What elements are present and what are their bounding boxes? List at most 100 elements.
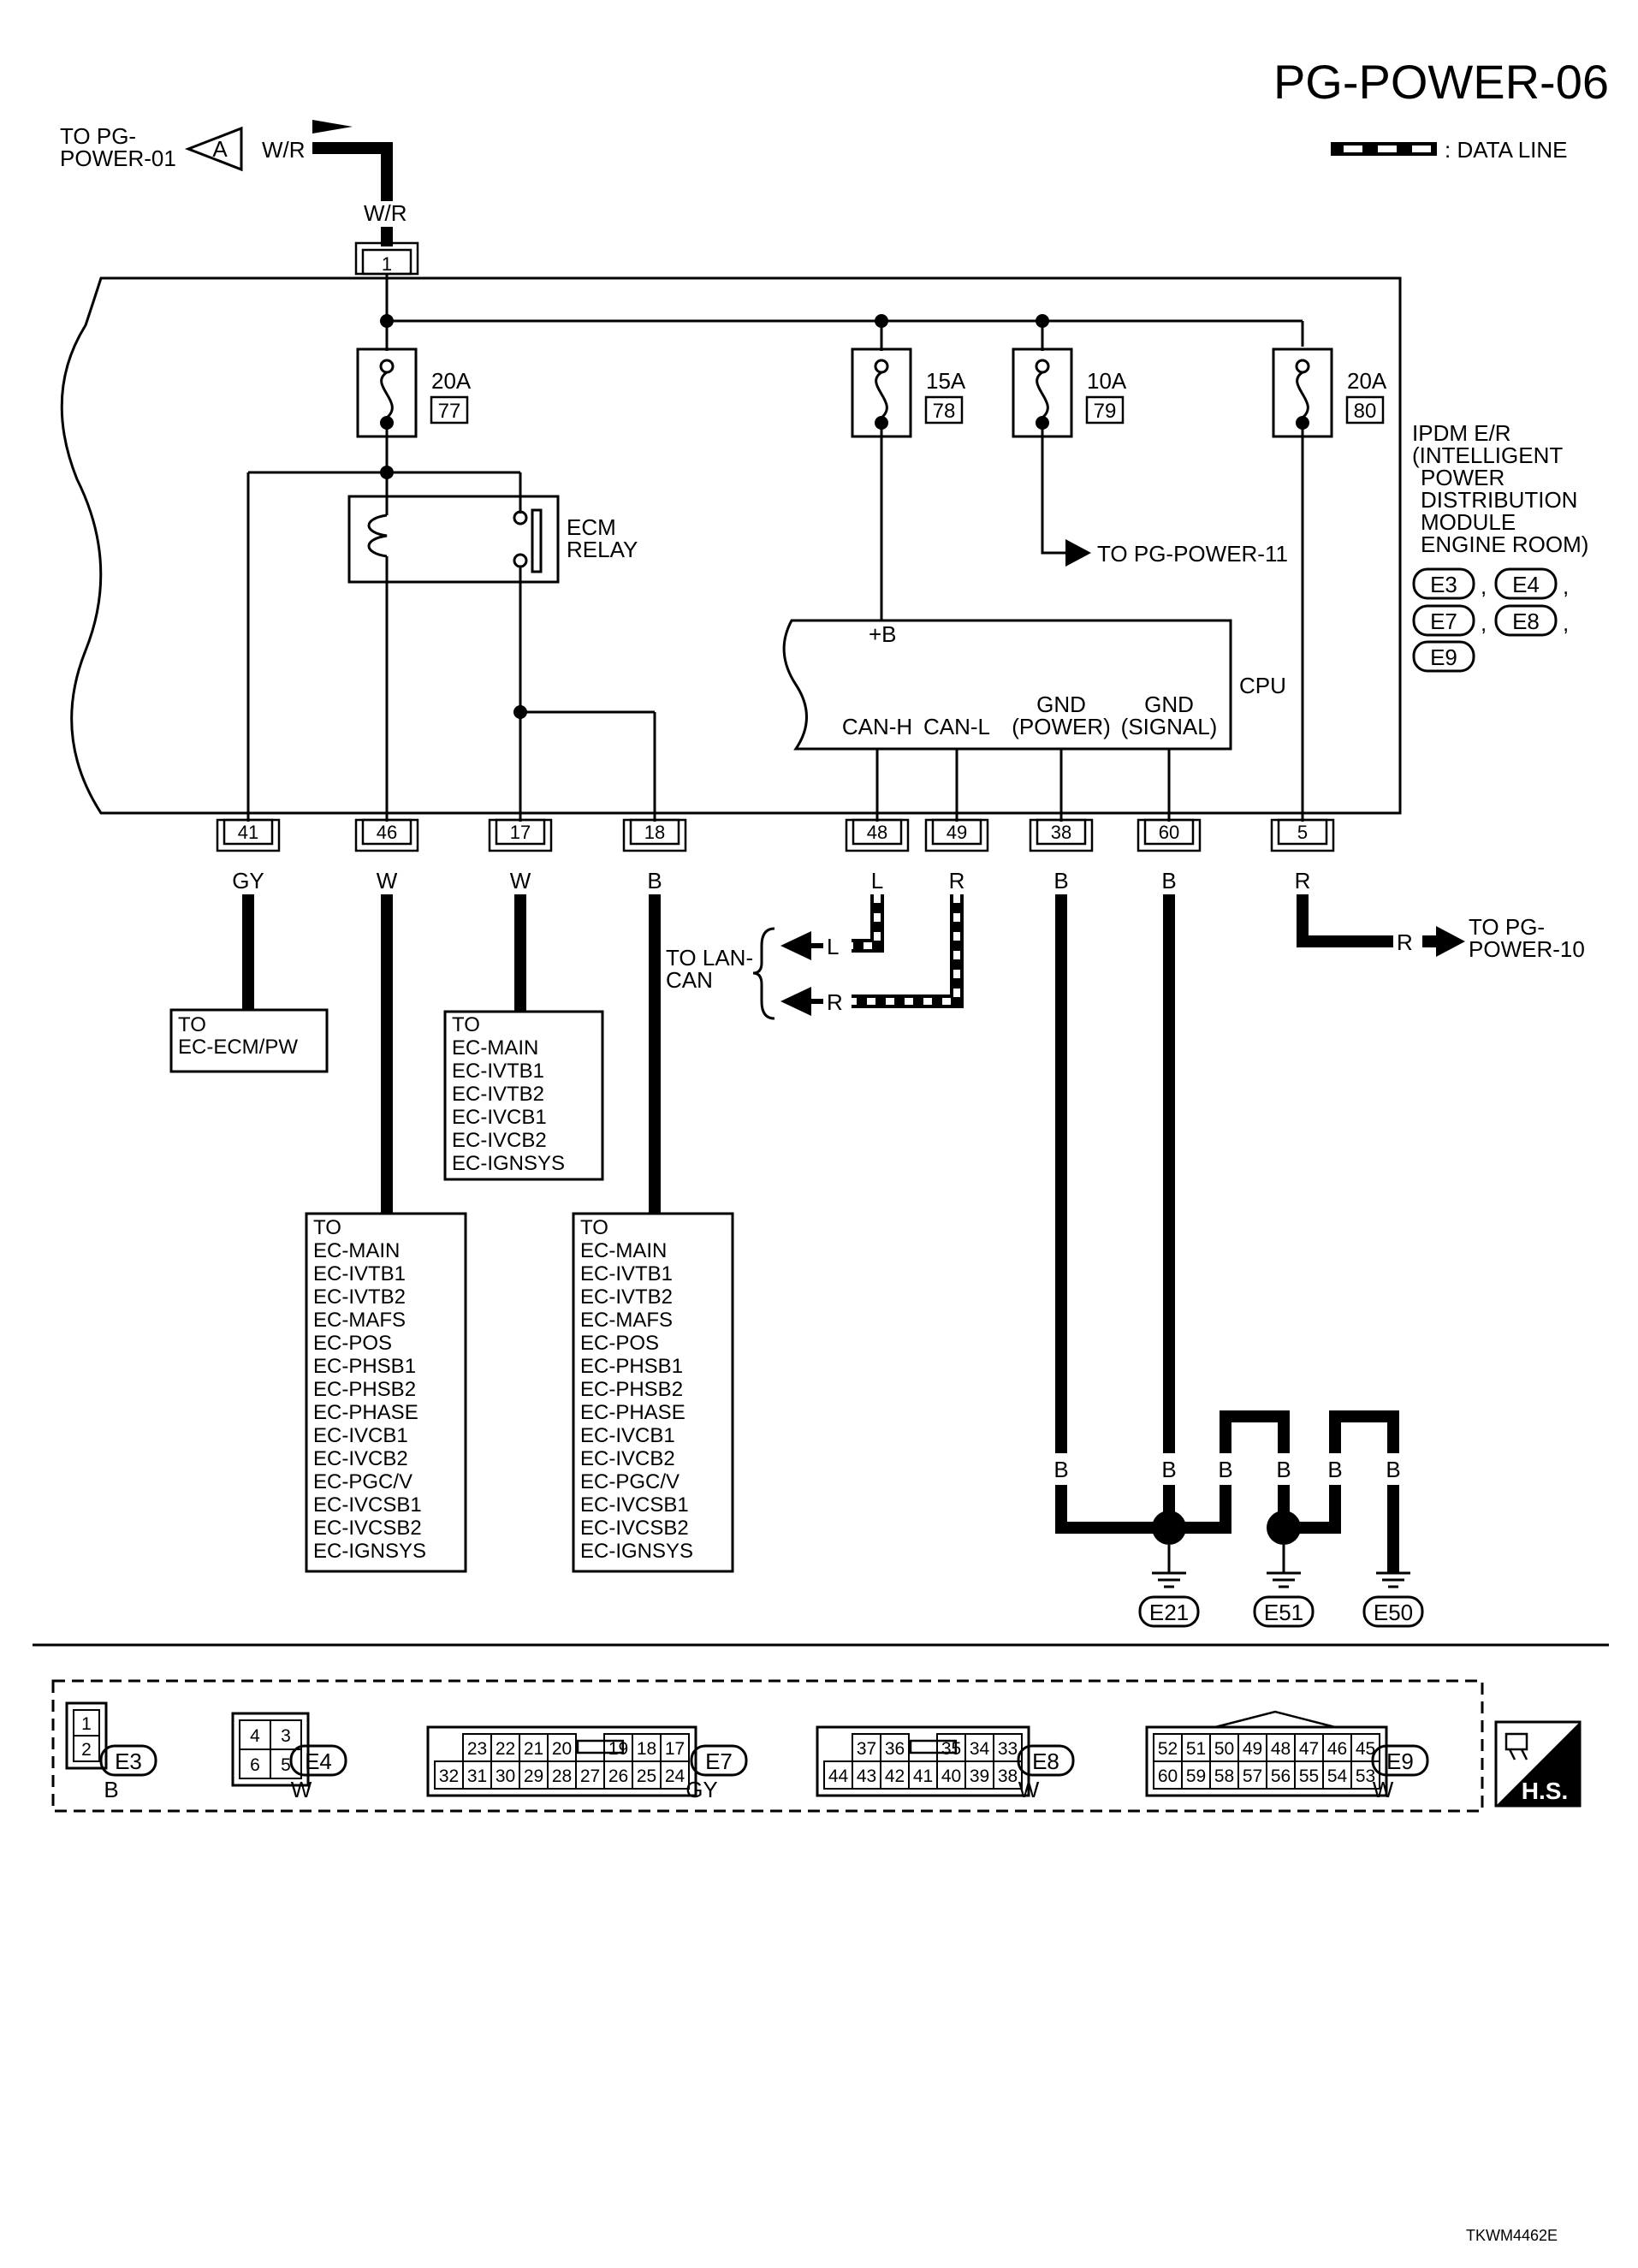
connector-pin-number: 19	[608, 1739, 628, 1759]
pin-5-color: R	[1295, 868, 1311, 894]
connector-pin-number: 32	[439, 1766, 459, 1786]
fuse-77-amps: 20A	[431, 368, 472, 394]
arrow-left-icon	[780, 987, 811, 1016]
connector-id-tag	[99, 1744, 157, 1777]
svg-text:EC-MAIN: EC-MAIN	[313, 1239, 400, 1262]
svg-text:EC-PHSB1: EC-PHSB1	[580, 1355, 683, 1378]
svg-text:,: ,	[1563, 573, 1569, 599]
connector-color-label: W	[1373, 1777, 1394, 1802]
svg-text:E50: E50	[1374, 1600, 1413, 1625]
connector-pin-number: 33	[998, 1739, 1018, 1759]
to-pg-power-01-line2: POWER-01	[60, 145, 176, 171]
connector-pin-number: 26	[608, 1766, 628, 1786]
ground-wiring: B B B B B B	[1053, 894, 1401, 1573]
fuse-79-number: 79	[1094, 400, 1117, 423]
to-pg-power-01-line1: TO PG-	[60, 123, 136, 149]
connector-pin-number: 49	[1243, 1739, 1262, 1759]
connector-pin-number: 53	[1356, 1766, 1375, 1786]
svg-text:B: B	[1053, 1457, 1068, 1482]
svg-text:EC-IGNSYS: EC-IGNSYS	[452, 1152, 565, 1175]
cpu-plus-b: +B	[869, 621, 897, 647]
arrow-right-icon	[1065, 539, 1091, 567]
connector-pin-number: 50	[1214, 1739, 1234, 1759]
connector-pin-number: 39	[970, 1766, 989, 1786]
svg-text:EC-ECM/PW: EC-ECM/PW	[178, 1036, 298, 1059]
svg-text:EC-IVTB1: EC-IVTB1	[313, 1262, 406, 1285]
connector-id-label: E8	[1032, 1748, 1059, 1774]
connector-pin-number: 58	[1214, 1766, 1234, 1786]
svg-text:EC-PHSB1: EC-PHSB1	[313, 1355, 416, 1378]
connector-cavity	[1350, 1760, 1380, 1790]
ecm-relay-label-2: RELAY	[567, 537, 638, 562]
to-pg-power-10-line1: TO PG-	[1469, 914, 1545, 940]
svg-text:(INTELLIGENT: (INTELLIGENT	[1412, 442, 1563, 468]
ipdm-tag-e4: E4	[1512, 572, 1540, 597]
page-title: PG-POWER-06	[1273, 55, 1609, 109]
connector-pin-number: 29	[524, 1766, 543, 1786]
connector-pin-number: 57	[1243, 1766, 1262, 1786]
cpu-gnd-signal-1: GND	[1144, 692, 1194, 717]
connector-pin-number: 36	[885, 1739, 905, 1759]
connector-pin-number: 47	[1299, 1739, 1319, 1759]
svg-text:E51: E51	[1264, 1600, 1303, 1625]
connector-pin-number: 21	[524, 1739, 543, 1759]
ground-symbol-e50: E50	[1362, 1571, 1424, 1628]
cpu-gnd-power-1: GND	[1036, 692, 1086, 717]
connector-cavity	[73, 1735, 100, 1762]
connector-pin-number: 20	[552, 1739, 572, 1759]
pin-41-color: GY	[232, 868, 264, 894]
svg-text:B: B	[1161, 1457, 1176, 1482]
pin-46-connector: 46 W	[354, 818, 419, 894]
svg-text:EC-MAIN: EC-MAIN	[580, 1239, 667, 1262]
ecm-relay-label-1: ECM	[567, 514, 616, 540]
lan-can-label-2: CAN	[666, 967, 713, 993]
connector-pin-number: 40	[941, 1766, 961, 1786]
ipdm-tag-e3: E3	[1430, 572, 1457, 597]
svg-text:EC-IVCSB1: EC-IVCSB1	[313, 1493, 422, 1517]
pin-48-color: L	[871, 868, 883, 894]
svg-text:ENGINE ROOM): ENGINE ROOM)	[1421, 531, 1588, 557]
cpu-gnd-power-2: (POWER)	[1012, 714, 1111, 739]
data-line-legend: : DATA LINE	[1331, 137, 1568, 163]
svg-text:EC-MAFS: EC-MAFS	[580, 1309, 673, 1332]
connector-views-panel	[51, 1679, 1484, 1813]
svg-text:EC-IVCB2: EC-IVCB2	[580, 1447, 675, 1470]
svg-text:TO: TO	[580, 1216, 608, 1239]
connector-pin-number: 51	[1186, 1739, 1206, 1759]
fuse-77-number: 77	[438, 400, 461, 423]
box-pin-17-destinations: TO EC-MAIN EC-IVTB1 EC-IVTB2 EC-IVCB1 EC…	[443, 1010, 604, 1181]
svg-text:B: B	[1276, 1457, 1291, 1482]
connector-pin-number: 43	[857, 1766, 876, 1786]
svg-text:5: 5	[1297, 822, 1308, 843]
svg-text:EC-IVTB2: EC-IVTB2	[452, 1083, 544, 1106]
arrow-left-icon	[780, 931, 811, 960]
connector-pin-number: 31	[467, 1766, 487, 1786]
wire-color-top: W/R	[262, 137, 306, 163]
hs-badge-text: H.S.	[1522, 1778, 1568, 1804]
svg-text:48: 48	[867, 822, 887, 843]
svg-text:TO: TO	[313, 1216, 341, 1239]
arrow-right-icon	[1436, 926, 1465, 957]
connector-pin-number: 59	[1186, 1766, 1206, 1786]
connector-pin-number: 60	[1158, 1766, 1178, 1786]
footer-code: TKWM4462E	[1466, 2227, 1558, 2244]
svg-text:EC-IVCB1: EC-IVCB1	[452, 1106, 547, 1129]
svg-text:B: B	[1327, 1457, 1342, 1482]
connector-key-slot	[909, 1739, 958, 1754]
pin-49-connector: 49 R	[924, 818, 989, 894]
connector-pin-number: 24	[665, 1766, 685, 1786]
svg-text:18: 18	[644, 822, 665, 843]
connector-pin-number: 30	[496, 1766, 515, 1786]
pin-1-connector: 1	[354, 241, 419, 276]
svg-text:EC-PHASE: EC-PHASE	[580, 1401, 685, 1424]
svg-text:60: 60	[1159, 822, 1179, 843]
svg-text:EC-MAFS: EC-MAFS	[313, 1309, 406, 1332]
svg-text:EC-IVCSB1: EC-IVCSB1	[580, 1493, 689, 1517]
fuse-77: 20A 77	[356, 321, 472, 438]
connector-pin-number: 18	[637, 1739, 656, 1759]
pin-17-color: W	[510, 868, 531, 894]
pin-60-color: B	[1161, 868, 1176, 894]
connector-key-slot	[576, 1739, 625, 1754]
